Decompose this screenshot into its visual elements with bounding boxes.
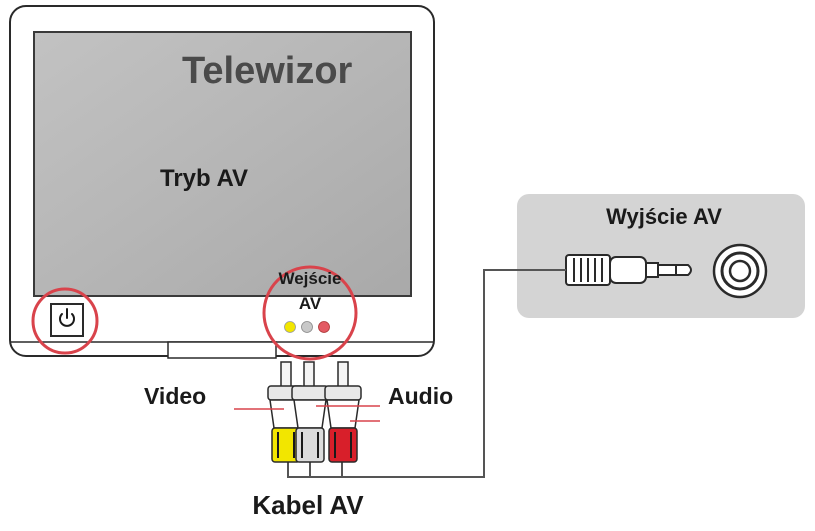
television: Telewizor Tryb AV Wejście AV <box>9 5 435 361</box>
device: Wyjście AV <box>517 194 805 318</box>
power-highlight-circle <box>31 287 99 355</box>
av-input-highlight-circle <box>262 265 358 361</box>
audio-label: Audio <box>388 383 453 409</box>
power-button[interactable] <box>50 303 84 337</box>
device-output-label: Wyjście AV <box>606 204 722 229</box>
cable-label: Kabel AV <box>252 490 364 520</box>
video-label: Video <box>144 383 206 409</box>
tv-stand <box>167 341 277 359</box>
av-input-label-line2: AV <box>299 294 322 313</box>
power-icon <box>59 308 75 327</box>
av-input-label-line1: Wejście <box>278 269 341 288</box>
av-input-jack-yellow <box>284 321 296 333</box>
tv-title: Telewizor <box>182 50 353 92</box>
tv-screen <box>33 31 412 297</box>
rca-plug-red <box>324 361 362 463</box>
tv-mode-label: Tryb AV <box>160 165 248 192</box>
av-output-port <box>712 243 768 299</box>
av-input-jack-red <box>318 321 330 333</box>
rca-plug-white <box>291 361 329 463</box>
av-input-jack-white <box>301 321 313 333</box>
av-mini-plug <box>565 254 692 286</box>
av-cable-wire <box>287 269 566 478</box>
